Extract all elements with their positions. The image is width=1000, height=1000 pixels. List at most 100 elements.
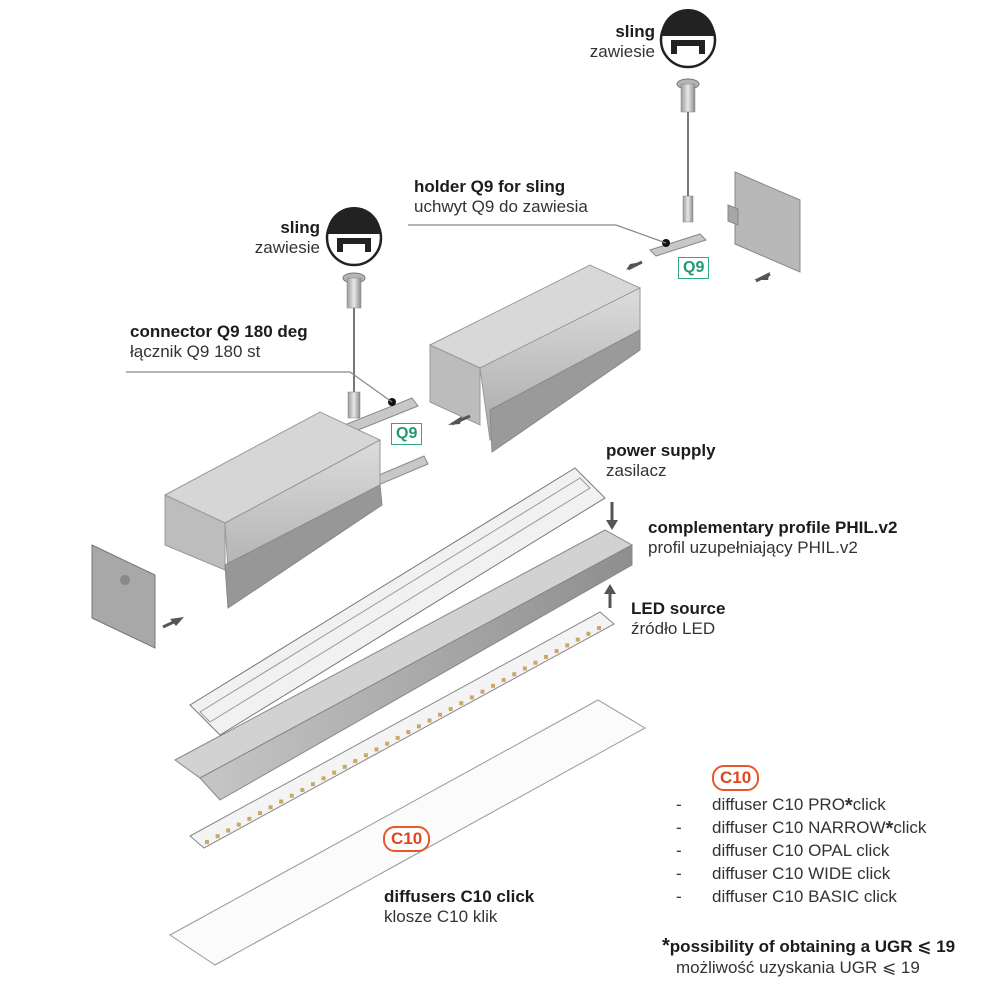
label-diffusers-en: diffusers C10 click xyxy=(384,887,535,906)
label-holder: holder Q9 for sling uchwyt Q9 do zawiesi… xyxy=(414,177,588,218)
led-chip xyxy=(205,840,209,844)
led-chip xyxy=(395,735,400,740)
led-chip xyxy=(533,660,538,665)
label-led-en: LED source xyxy=(631,599,726,618)
list-dash: - xyxy=(676,887,682,906)
leader-lines xyxy=(126,224,667,403)
led-chip xyxy=(448,706,453,711)
q9-badge-top: Q9 xyxy=(678,257,710,279)
label-connector: connector Q9 180 deg łącznik Q9 180 st xyxy=(130,322,308,363)
list-text: diffuser C10 BASIC click xyxy=(712,887,897,906)
led-chip xyxy=(268,805,273,810)
label-connector-pl: łącznik Q9 180 st xyxy=(130,342,261,362)
led-chip xyxy=(332,770,337,775)
list-dash: - xyxy=(676,795,682,814)
c10-badge-list: C10 xyxy=(712,765,760,791)
label-holder-pl: uchwyt Q9 do zawiesia xyxy=(414,197,588,217)
label-led-pl: źródło LED xyxy=(631,619,716,639)
led-chip xyxy=(279,799,284,804)
list-item: - diffuser C10 WIDE click xyxy=(676,864,926,887)
q9-badge-left: Q9 xyxy=(391,423,423,445)
complementary-profile-part xyxy=(174,529,634,801)
led-chip xyxy=(501,678,506,683)
led-chip xyxy=(554,649,559,654)
diffuser-list: - diffuser C10 PRO*click - diffuser C10 … xyxy=(676,795,926,910)
label-diffusers: diffusers C10 click klosze C10 klik xyxy=(384,887,534,928)
led-chip xyxy=(353,759,358,764)
led-chip xyxy=(565,643,570,648)
sling-top-part xyxy=(649,78,707,257)
led-chip xyxy=(300,787,305,792)
list-dash: - xyxy=(676,864,682,883)
label-power-supply-en: power supply xyxy=(606,441,716,460)
label-complementary-profile: complementary profile PHIL.v2 profil uzu… xyxy=(648,518,897,559)
led-chip xyxy=(385,741,390,746)
footnote: *possibility of obtaining a UGR ⩽ 19 moż… xyxy=(662,934,955,978)
end-cap-right xyxy=(727,171,801,273)
list-suffix: click xyxy=(893,818,927,837)
led-chip xyxy=(586,631,591,636)
sling-icon-top xyxy=(659,9,717,69)
list-text: diffuser C10 WIDE click xyxy=(712,864,891,883)
led-chip xyxy=(321,776,326,781)
label-sling-left-en: sling xyxy=(280,218,320,237)
led-chip xyxy=(226,828,231,833)
label-compl-en: complementary profile PHIL.v2 xyxy=(648,518,898,537)
label-sling-top-pl: zawiesie xyxy=(589,42,655,62)
sling-icon-left xyxy=(325,207,383,267)
led-chip xyxy=(438,712,443,717)
label-holder-en: holder Q9 for sling xyxy=(414,177,566,196)
list-text: diffuser C10 NARROW xyxy=(712,818,886,837)
footnote-en: possibility of obtaining a UGR ⩽ 19 xyxy=(669,937,956,956)
list-item: - diffuser C10 OPAL click xyxy=(676,841,926,864)
label-sling-left: sling zawiesie xyxy=(220,218,320,259)
led-chip xyxy=(215,834,220,839)
led-chip xyxy=(406,730,411,735)
footnote-pl: możliwość uzyskania UGR ⩽ 19 xyxy=(676,958,920,977)
led-chip xyxy=(257,811,262,816)
led-chip xyxy=(374,747,379,752)
label-led-source: LED source źródło LED xyxy=(631,599,725,640)
led-chip xyxy=(416,724,421,729)
led-chip xyxy=(427,718,432,723)
list-suffix: click xyxy=(852,795,886,814)
led-chip xyxy=(363,753,368,758)
label-sling-top: sling zawiesie xyxy=(560,22,655,63)
led-chip xyxy=(597,626,601,630)
led-chip xyxy=(459,701,464,706)
footnote-star: * xyxy=(662,935,670,957)
led-chip xyxy=(544,654,549,659)
led-chip xyxy=(289,793,294,798)
label-sling-top-en: sling xyxy=(615,22,655,41)
label-power-supply-pl: zasilacz xyxy=(606,461,667,481)
star-mark: * xyxy=(844,795,853,817)
led-chip xyxy=(512,672,517,677)
led-chips xyxy=(205,626,601,844)
power-supply-part xyxy=(189,467,606,736)
led-chip xyxy=(491,683,496,688)
profile-left xyxy=(163,411,383,609)
led-chip xyxy=(342,764,347,769)
label-diffusers-pl: klosze C10 klik xyxy=(384,907,498,927)
label-compl-pl: profil uzupełniający PHIL.v2 xyxy=(648,538,858,558)
led-chip xyxy=(236,822,241,827)
list-item: - diffuser C10 NARROW*click xyxy=(676,818,926,841)
list-text: diffuser C10 PRO xyxy=(712,795,845,814)
led-chip xyxy=(480,689,485,694)
list-dash: - xyxy=(676,818,682,837)
profile-right xyxy=(428,264,642,453)
led-chip xyxy=(310,782,315,787)
label-power-supply: power supply zasilacz xyxy=(606,441,716,482)
end-cap-left xyxy=(91,544,156,649)
assembly-arrows xyxy=(162,260,771,629)
list-item: - diffuser C10 BASIC click xyxy=(676,887,926,910)
star-mark: * xyxy=(885,818,894,840)
led-chip xyxy=(247,816,252,821)
led-chip xyxy=(575,637,580,642)
list-text: diffuser C10 OPAL click xyxy=(712,841,890,860)
c10-badge-drawing: C10 xyxy=(383,826,431,852)
led-strip-part xyxy=(189,611,615,849)
led-chip xyxy=(522,666,527,671)
led-chip xyxy=(469,695,474,700)
list-dash: - xyxy=(676,841,682,860)
